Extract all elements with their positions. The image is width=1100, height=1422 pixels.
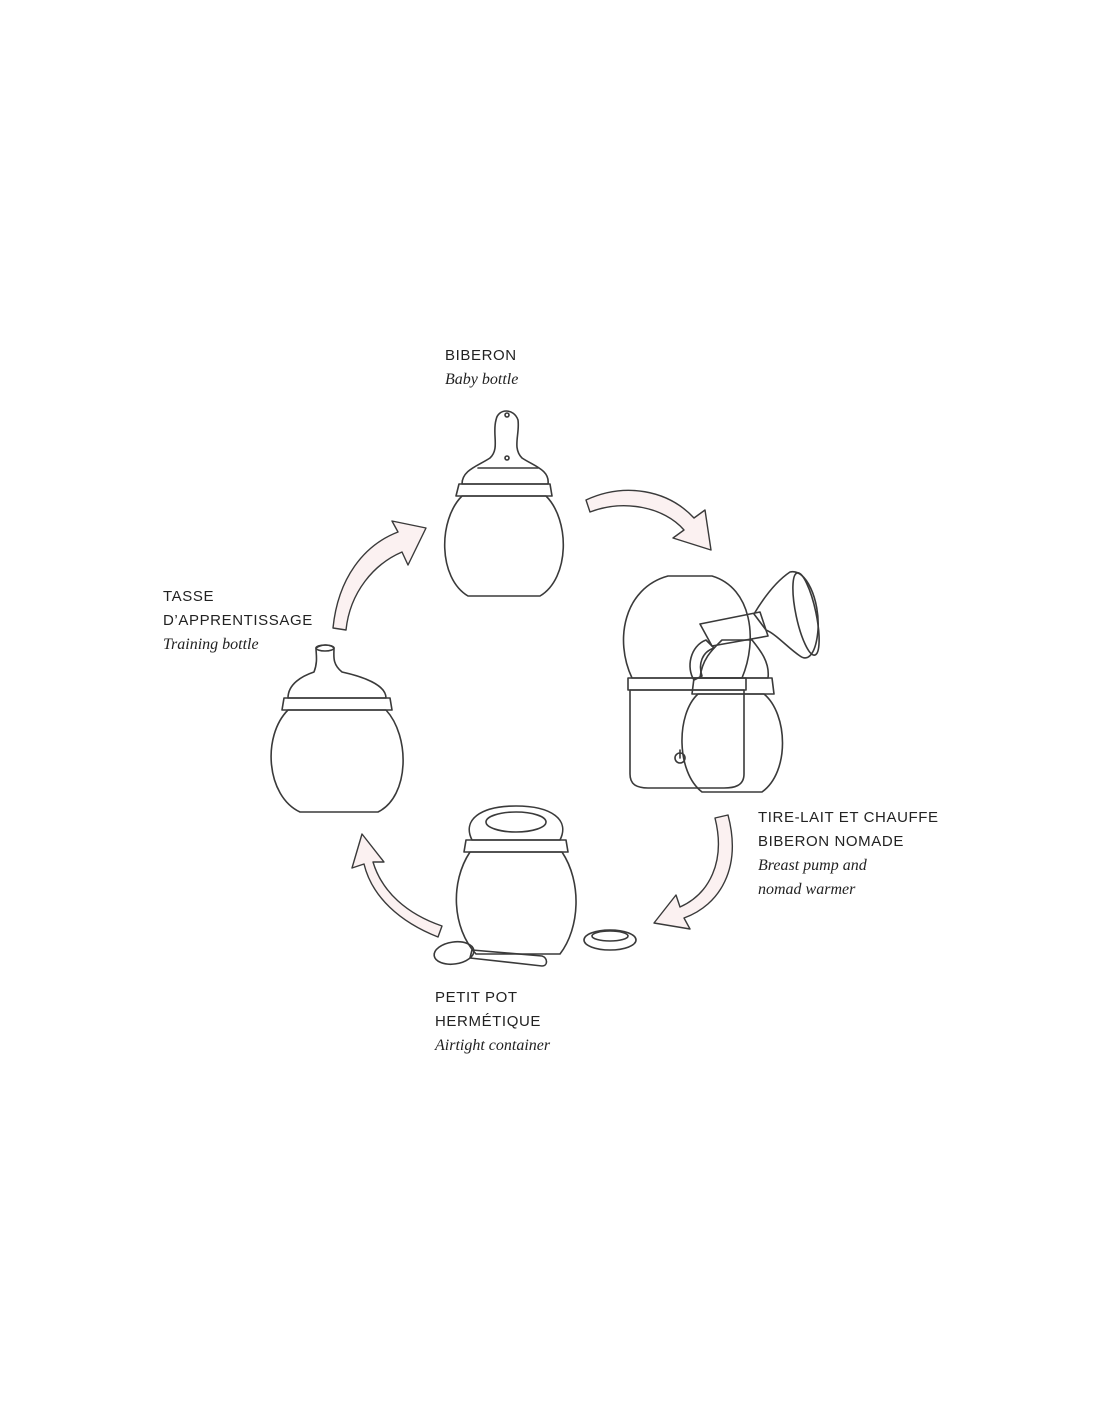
training-bottle-illustration	[270, 644, 404, 813]
airtight-container-illustration	[433, 805, 637, 967]
arrow-pump-to-container	[653, 814, 733, 930]
airtight-container-title-line2: HERMÉTIQUE	[435, 1013, 542, 1030]
breast-pump-title-line1: TIRE-LAIT ET CHAUFFE	[758, 809, 939, 826]
arrow-training-to-bottle	[332, 520, 427, 631]
airtight-container-subtitle: Airtight container	[435, 1037, 551, 1054]
label-baby-bottle: BIBERON Baby bottle	[445, 344, 518, 392]
breast-pump-illustration	[622, 571, 820, 793]
arrow-bottle-to-pump	[585, 489, 712, 551]
label-breast-pump: TIRE-LAIT ET CHAUFFE BIBERON NOMADE Brea…	[758, 806, 939, 902]
training-bottle-subtitle: Training bottle	[163, 636, 259, 653]
label-airtight-container: PETIT POT HERMÉTIQUE Airtight container	[435, 986, 550, 1058]
breast-pump-subtitle-line2: nomad warmer	[758, 881, 856, 898]
breast-pump-subtitle-line1: Breast pump and	[758, 857, 867, 874]
baby-bottle-illustration	[443, 410, 565, 597]
breast-pump-title-line2: BIBERON NOMADE	[758, 833, 904, 850]
training-bottle-title-line1: TASSE	[163, 588, 215, 605]
arrow-container-to-training	[351, 833, 443, 938]
label-training-bottle: TASSE D’APPRENTISSAGE Training bottle	[163, 585, 313, 657]
baby-bottle-subtitle: Baby bottle	[445, 371, 519, 388]
training-bottle-title-line2: D’APPRENTISSAGE	[163, 612, 313, 629]
airtight-container-title-line1: PETIT POT	[435, 989, 518, 1006]
baby-bottle-title: BIBERON	[445, 347, 517, 364]
